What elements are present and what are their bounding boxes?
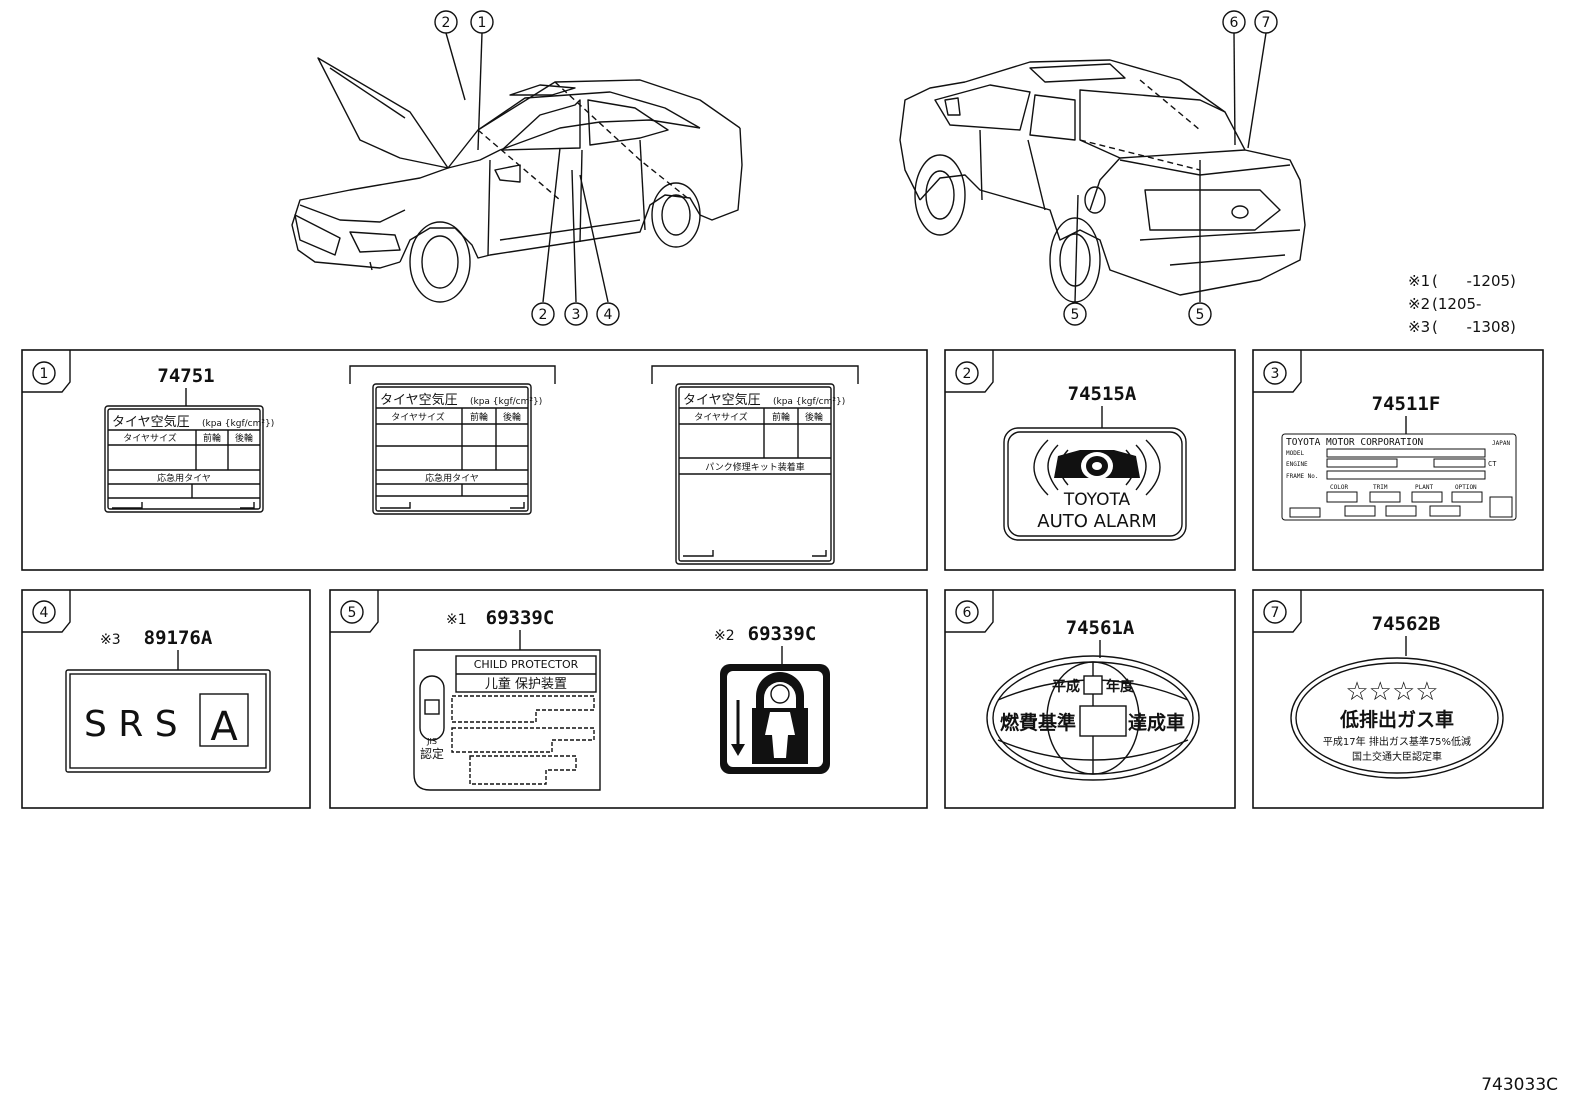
tire-label-rear: 後輪 (235, 432, 253, 444)
tire-label-spare: 応急用タイヤ (157, 472, 211, 484)
srs-label-letter: A (210, 704, 238, 750)
alarm-label-brand: TOYOTA (1063, 490, 1131, 510)
callout-5: 5 (1196, 307, 1205, 323)
child-lock-icon (720, 664, 830, 774)
fuel-label-year: 年度 (1106, 678, 1135, 695)
callout-3: 3 (572, 307, 581, 323)
child-label-jis: JIS (426, 737, 437, 746)
drawing-code: 743033C (1481, 1075, 1558, 1095)
vin-option: OPTION (1455, 484, 1477, 491)
vin-engine: ENGINE (1286, 461, 1308, 468)
vin-suffix: CT (1488, 460, 1497, 468)
note-mark: ※1 (1408, 272, 1430, 290)
srs-label-text: S R S (84, 704, 178, 745)
emission-label-cert: 国土交通大臣認定車 (1352, 750, 1442, 763)
callout-6: 6 (1230, 15, 1239, 31)
low-emission-label (1290, 657, 1504, 779)
part-number: 89176A (144, 627, 213, 649)
note-text: (1205- (1432, 295, 1481, 313)
tire-label-title: タイヤ空気圧 (683, 392, 761, 408)
vin-plant: PLANT (1415, 484, 1433, 491)
callout-5: 5 (1071, 307, 1080, 323)
tire-label-title: タイヤ空気圧 (112, 414, 190, 430)
callout-2: 2 (539, 307, 548, 323)
tire-label-front: 前輪 (470, 411, 488, 423)
note-text: ( -1205) (1432, 272, 1516, 290)
tire-label-unit: (kpa {kgf/cm²}) (773, 397, 845, 407)
auto-alarm-label (1003, 427, 1187, 541)
part-number: 74751 (157, 365, 214, 387)
fuel-label-standard: 燃費基準 (1000, 711, 1076, 734)
note-mark: ※3 (100, 632, 121, 648)
panel-number: 5 (348, 605, 357, 621)
car-front-icon (1054, 450, 1140, 480)
alarm-label-text: AUTO ALARM (1037, 511, 1156, 532)
part-number: 74562B (1372, 613, 1441, 635)
srs-label (65, 669, 271, 773)
callout-4: 4 (604, 307, 613, 323)
callout-1: 1 (478, 15, 487, 31)
leader-lines (177, 365, 1407, 670)
tire-pressure-label-b (372, 383, 532, 515)
child-label-cert: 認定 (420, 746, 444, 761)
vin-header: TOYOTA MOTOR CORPORATION (1286, 437, 1424, 448)
panel-number-tabs (22, 350, 1302, 633)
note-mark: ※1 (446, 612, 467, 628)
vin-country: JAPAN (1492, 440, 1510, 447)
front-car-illustration (291, 32, 743, 303)
fuel-label-era: 平成 (1052, 678, 1080, 695)
emission-stars: ☆☆☆☆ (1345, 677, 1438, 707)
note-mark: ※2 (1408, 295, 1430, 313)
panel-number: 2 (963, 366, 972, 382)
note-mark: ※2 (714, 628, 735, 644)
fuel-economy-label (986, 655, 1200, 781)
callout-2: 2 (442, 15, 451, 31)
part-number: 74515A (1068, 383, 1137, 405)
callout-circles (434, 10, 1278, 326)
vin-model: MODEL (1286, 450, 1304, 457)
panel-number: 7 (1271, 605, 1280, 621)
part-number: 69339C (486, 607, 555, 629)
vin-frame: FRAME No. (1286, 473, 1319, 480)
tire-label-title: タイヤ空気圧 (380, 392, 458, 408)
panel-number: 3 (1271, 366, 1280, 382)
panel-number: 6 (963, 605, 972, 621)
emission-label-title: 低排出ガス車 (1339, 708, 1454, 731)
tire-label-size: タイヤサイズ (694, 411, 747, 423)
note-mark: ※3 (1408, 318, 1430, 336)
tire-label-size: タイヤサイズ (391, 411, 444, 423)
vin-color: COLOR (1330, 484, 1348, 491)
fuel-label-achieved: 達成車 (1128, 711, 1185, 734)
child-label-en: CHILD PROTECTOR (474, 658, 579, 671)
note-text: ( -1308) (1432, 318, 1516, 336)
tire-label-front: 前輪 (772, 411, 790, 423)
callout-7: 7 (1262, 15, 1271, 31)
rear-car-illustration (899, 32, 1306, 303)
tire-label-repair-kit: パンク修理キット装着車 (705, 461, 804, 473)
tire-pressure-label-c (675, 383, 835, 565)
panel-number: 4 (40, 605, 49, 621)
part-number: 69339C (748, 623, 817, 645)
tire-pressure-label-a (104, 405, 264, 513)
emission-label-standard: 平成17年 排出ガス基準75%低減 (1323, 735, 1471, 748)
tire-label-size: タイヤサイズ (123, 432, 176, 444)
part-number: 74561A (1066, 617, 1135, 639)
vin-plate-label (1281, 433, 1517, 521)
part-number: 74511F (1372, 393, 1441, 415)
tire-label-front: 前輪 (203, 432, 221, 444)
vin-trim: TRIM (1373, 484, 1388, 491)
tire-label-unit: (kpa {kgf/cm²}) (470, 397, 542, 407)
tire-label-rear: 後輪 (805, 411, 823, 423)
panel-frames (21, 349, 1544, 809)
tire-label-unit: (kpa {kgf/cm²}) (202, 419, 274, 429)
child-protector-label (413, 649, 601, 791)
panel-number: 1 (40, 366, 49, 382)
child-label-cn: 儿童 保护装置 (485, 676, 567, 692)
tire-label-spare: 応急用タイヤ (425, 472, 479, 484)
tire-label-rear: 後輪 (503, 411, 521, 423)
